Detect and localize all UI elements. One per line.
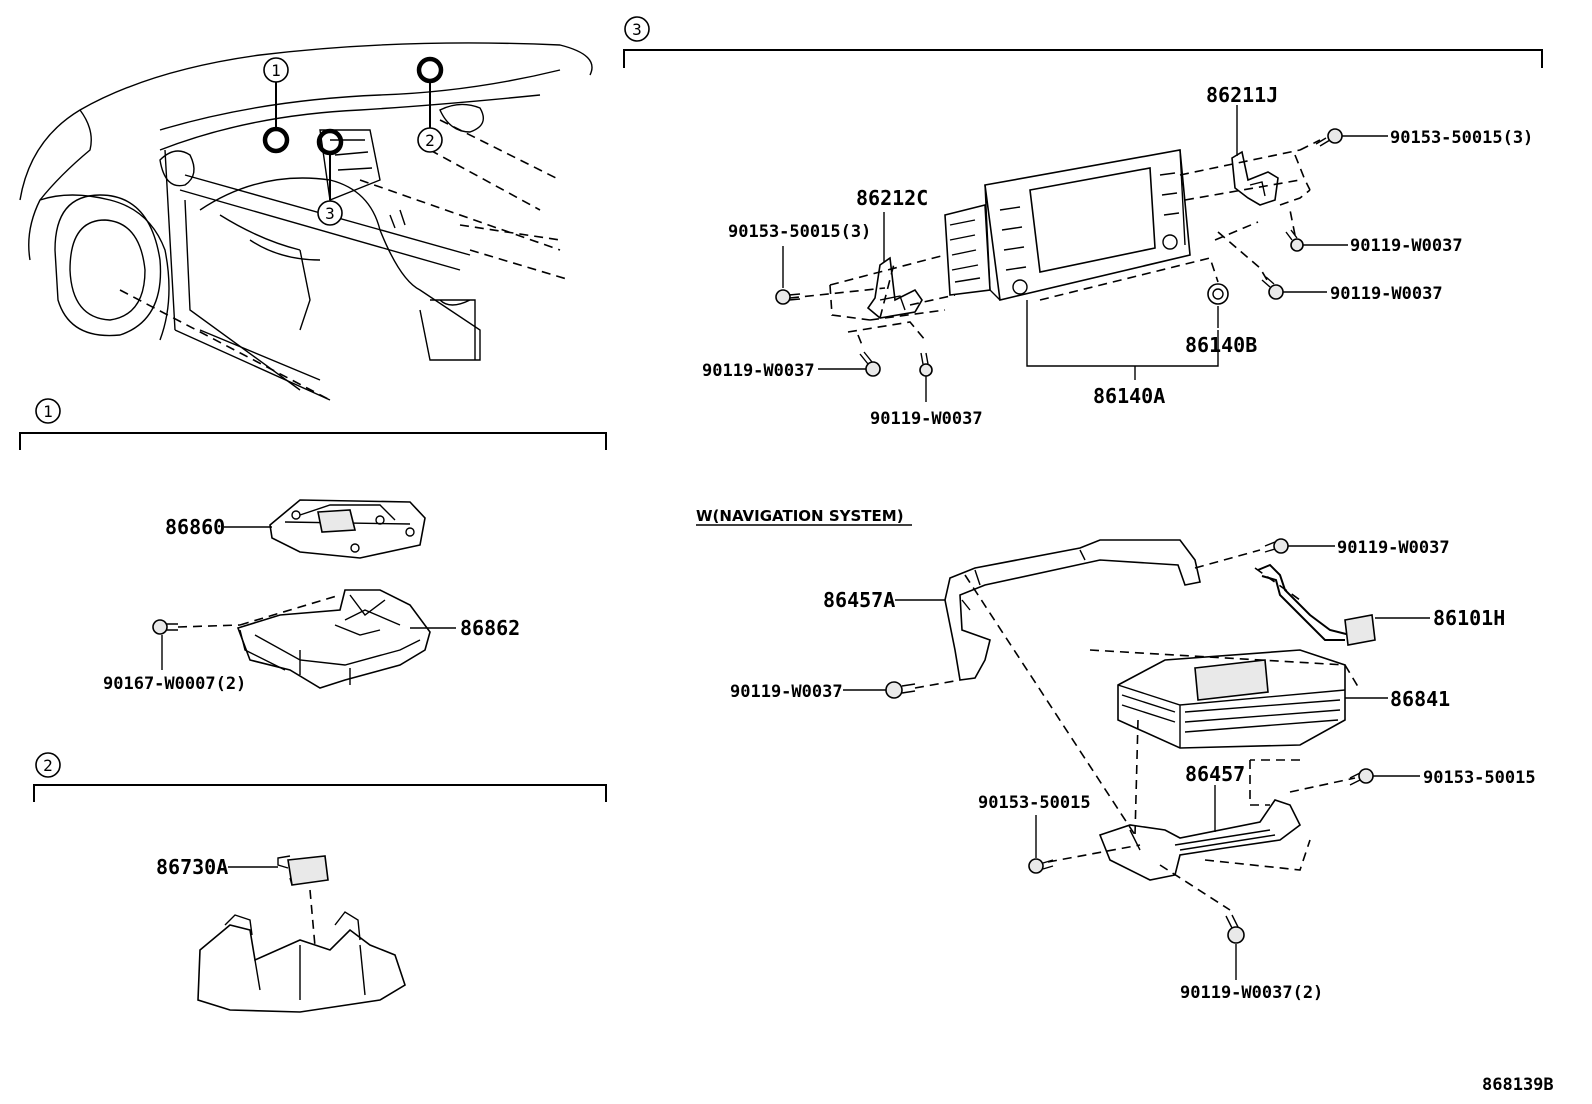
part-86140B-drawing (1207, 283, 1229, 305)
part-90167-drawing (152, 619, 178, 635)
nav-heading: W(NAVIGATION SYSTEM) (696, 507, 904, 525)
part-86140A-drawing (944, 149, 1191, 301)
label-86841[interactable]: 86841 (1390, 687, 1450, 711)
label-90153-left[interactable]: 90153-50015(3) (728, 222, 871, 242)
label-90119-n2[interactable]: 90119-W0037 (730, 682, 843, 702)
section-3: 3 86140A 86140B 86212C (623, 16, 1543, 429)
label-90153-n1[interactable]: 90153-50015 (978, 793, 1091, 813)
bolt-90119-r2-drawing (1261, 276, 1284, 300)
part-86860-drawing (269, 499, 426, 559)
bolt-90153-n2-drawing (1349, 768, 1374, 786)
callout-2[interactable]: 2 (417, 127, 443, 153)
bolt-90119-n2-drawing (885, 681, 916, 699)
part-86457A-drawing (944, 539, 1201, 681)
label-90153-top[interactable]: 90153-50015(3) (1390, 128, 1533, 148)
section-2: 2 86730A (33, 752, 607, 1013)
navigation-section: W(NAVIGATION SYSTEM) 86457A 86101H 86841 (696, 507, 1536, 1003)
section-1-number: 1 (43, 402, 53, 421)
bolt-90153-left-drawing (775, 289, 801, 305)
callout-1[interactable]: 1 (263, 57, 289, 83)
label-86862[interactable]: 86862 (460, 616, 520, 640)
label-90119-r1[interactable]: 90119-W0037 (1350, 236, 1463, 256)
callout-3[interactable]: 3 (317, 200, 343, 226)
label-86101H[interactable]: 86101H (1433, 606, 1505, 630)
label-90119-n3[interactable]: 90119-W0037(2) (1180, 983, 1323, 1003)
section-1: 1 86860 86862 90167-W0007(2) (19, 398, 607, 694)
label-86730A[interactable]: 86730A (156, 855, 228, 879)
svg-text:2: 2 (425, 131, 435, 150)
section-2-number: 2 (43, 756, 53, 775)
overhead-console-drawing (197, 911, 406, 1013)
label-86457[interactable]: 86457 (1185, 762, 1245, 786)
bolt-90153-n1-drawing (1028, 858, 1054, 874)
part-86212C-drawing (866, 256, 923, 319)
diagram-code: 868139B (1482, 1075, 1554, 1095)
svg-text:1: 1 (271, 61, 281, 80)
bolt-90119-l1-drawing (859, 351, 881, 377)
label-86860[interactable]: 86860 (165, 515, 225, 539)
label-90119-n1[interactable]: 90119-W0037 (1337, 538, 1450, 558)
section-3-number: 3 (632, 20, 642, 39)
label-90119-r2[interactable]: 90119-W0037 (1330, 284, 1443, 304)
label-86212C[interactable]: 86212C (856, 186, 928, 210)
location-marker-2 (416, 56, 444, 84)
part-86211J-drawing (1231, 150, 1279, 206)
part-86862-drawing (236, 589, 431, 689)
part-86841-drawing (1117, 649, 1346, 749)
location-marker-1 (262, 126, 290, 154)
label-90119-l1[interactable]: 90119-W0037 (702, 361, 815, 381)
bolt-90119-n1-drawing (1264, 538, 1289, 554)
label-86140A[interactable]: 86140A (1093, 384, 1165, 408)
bolt-90119-n3-drawing (1225, 914, 1245, 944)
label-90167[interactable]: 90167-W0007(2) (103, 674, 246, 694)
part-86101H-drawing (1257, 563, 1376, 646)
bolt-90153-top-drawing (1315, 128, 1343, 147)
label-90153-n2[interactable]: 90153-50015 (1423, 768, 1536, 788)
label-86211J[interactable]: 86211J (1206, 83, 1278, 107)
svg-text:3: 3 (325, 204, 335, 223)
location-marker-3 (316, 128, 344, 156)
label-86457A[interactable]: 86457A (823, 588, 895, 612)
part-86730A-drawing (277, 855, 329, 886)
bolt-90119-l2-drawing (919, 352, 933, 377)
part-86457-drawing (1098, 799, 1302, 881)
car-interior-overview: 1 2 3 (19, 42, 593, 401)
label-90119-l2[interactable]: 90119-W0037 (870, 409, 983, 429)
label-86140B[interactable]: 86140B (1185, 333, 1257, 357)
